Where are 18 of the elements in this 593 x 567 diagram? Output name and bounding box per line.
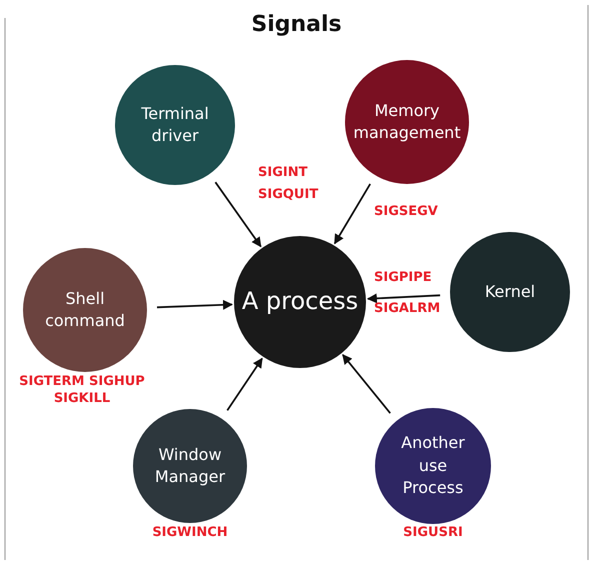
- node-label: Window Manager: [154, 444, 226, 488]
- arrow: [342, 354, 391, 414]
- diagram-title: Signals: [250, 12, 343, 37]
- arrow: [334, 183, 371, 244]
- signal-label: SIGUSRI: [402, 524, 464, 542]
- node-label: Shell command: [44, 288, 126, 332]
- signal-label: SIGTERM SIGHUP SIGKILL: [18, 373, 146, 407]
- arrow: [366, 293, 440, 304]
- arrow: [156, 300, 233, 310]
- arrow: [226, 358, 263, 411]
- node-label: Terminal driver: [140, 102, 210, 147]
- node-label: Memory management: [353, 100, 461, 144]
- signal-label: SIGWINCH: [151, 524, 229, 542]
- node-label: Kernel: [484, 280, 536, 303]
- arrow: [214, 182, 262, 248]
- node-label: Another use Process: [400, 432, 466, 500]
- signal-label: SIGPIPE SIGALRM: [374, 269, 442, 318]
- node-label: A process: [242, 286, 358, 318]
